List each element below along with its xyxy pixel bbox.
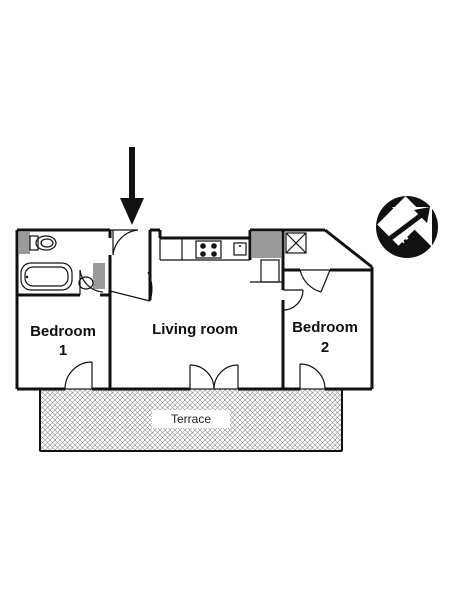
sink-icon [78,263,105,290]
living-room-label: Living room [152,321,238,338]
terrace-label: Terrace [171,412,211,426]
entrance-arrow-icon [120,147,144,225]
living-terrace-door[interactable] [189,364,239,390]
bedroom2-terrace-door[interactable] [299,363,326,390]
toilet-icon [29,235,57,251]
bathroom [19,232,105,295]
bedroom2-door[interactable] [282,289,304,311]
outer-walls [15,228,374,391]
kitchen [159,238,250,261]
kitchen-sink-icon [233,242,247,256]
bedroom2-number: 2 [321,339,329,356]
shower-icon [285,232,307,254]
bathtub-icon [20,262,73,291]
terrace: Terrace [39,388,343,452]
bathroom-2 [250,232,331,293]
inner-walls [17,230,372,389]
bedroom1-label: Bedroom [30,323,96,340]
entrance-door[interactable] [110,229,139,256]
north-compass-icon: N [376,196,438,258]
bedroom1-terrace-door[interactable] [64,361,93,390]
hall-door[interactable] [109,271,153,302]
bedroom2-label: Bedroom [292,319,358,336]
stove-icon [195,240,222,259]
bedroom1-number: 1 [59,342,67,359]
